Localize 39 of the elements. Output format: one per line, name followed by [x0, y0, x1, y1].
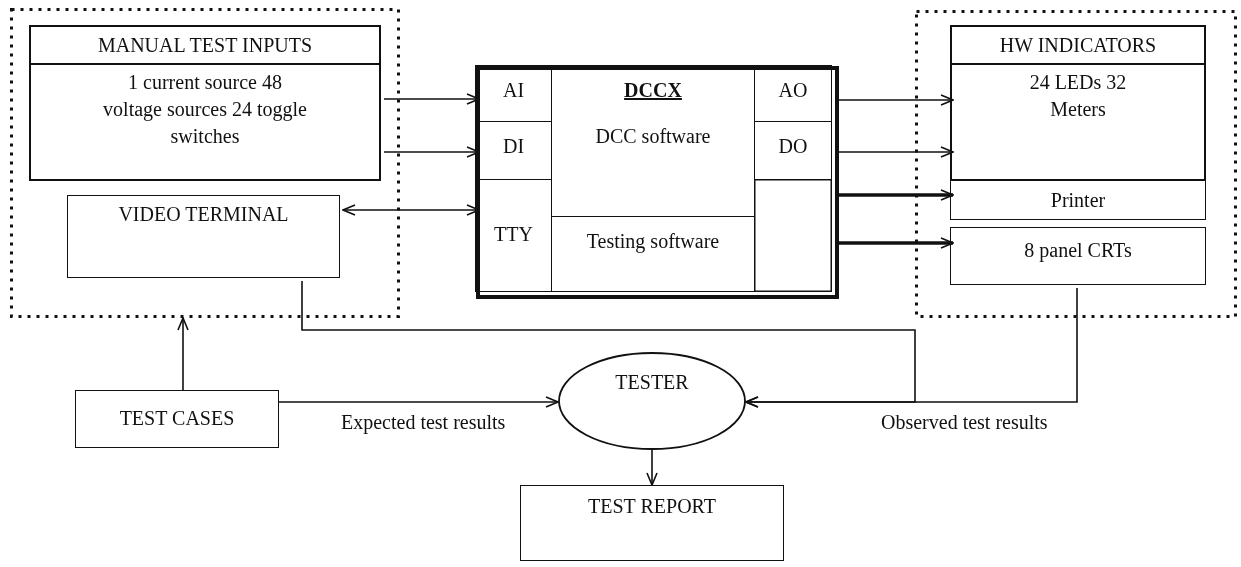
- box-label: TESTER: [615, 370, 689, 394]
- titled-box: [29, 25, 381, 181]
- box-label: DI: [502, 134, 525, 158]
- arrow: [646, 449, 658, 486]
- box-heading: MANUAL TEST INPUTS: [31, 27, 379, 65]
- box-label: AO: [778, 78, 808, 102]
- box-text: 1 current source 48 voltage sources 24 toggle switches: [102, 70, 308, 149]
- system-block: [476, 66, 839, 299]
- box-label: AI: [502, 78, 525, 102]
- box-label: TEST CASES: [119, 406, 235, 430]
- box-label: 8 panel CRTs: [1024, 238, 1132, 262]
- box-label: DO: [778, 134, 808, 158]
- box-text: 24 LEDs 32 Meters: [1028, 70, 1128, 122]
- arrow: [745, 287, 1078, 408]
- box-label: Testing software: [586, 229, 720, 253]
- process-box: [520, 485, 784, 561]
- titled-box: [950, 25, 1206, 181]
- process-box: [67, 195, 340, 278]
- arrow: [836, 237, 954, 249]
- box-label: Printer: [1050, 188, 1106, 212]
- arrow: [278, 396, 559, 408]
- process-box: [75, 390, 279, 448]
- empty-box: [754, 179, 832, 292]
- process-box: [950, 179, 1206, 220]
- process-box: [475, 179, 552, 292]
- box-label: VIDEO TERMINAL: [118, 202, 289, 226]
- dashed-group-box: [915, 10, 1237, 318]
- box-text: DCC software: [595, 124, 711, 148]
- box-heading: HW INDICATORS: [952, 27, 1204, 65]
- arrow: [177, 317, 189, 391]
- box-label: TTY: [494, 222, 533, 246]
- dashed-group-box: [10, 8, 400, 318]
- box-label: DCCX: [624, 78, 682, 102]
- arrow: [836, 189, 954, 201]
- tester-ellipse: [558, 352, 746, 450]
- process-box: [754, 65, 832, 122]
- box-label: TEST REPORT: [588, 494, 716, 518]
- process-box: [475, 65, 552, 122]
- process-box: [950, 227, 1206, 285]
